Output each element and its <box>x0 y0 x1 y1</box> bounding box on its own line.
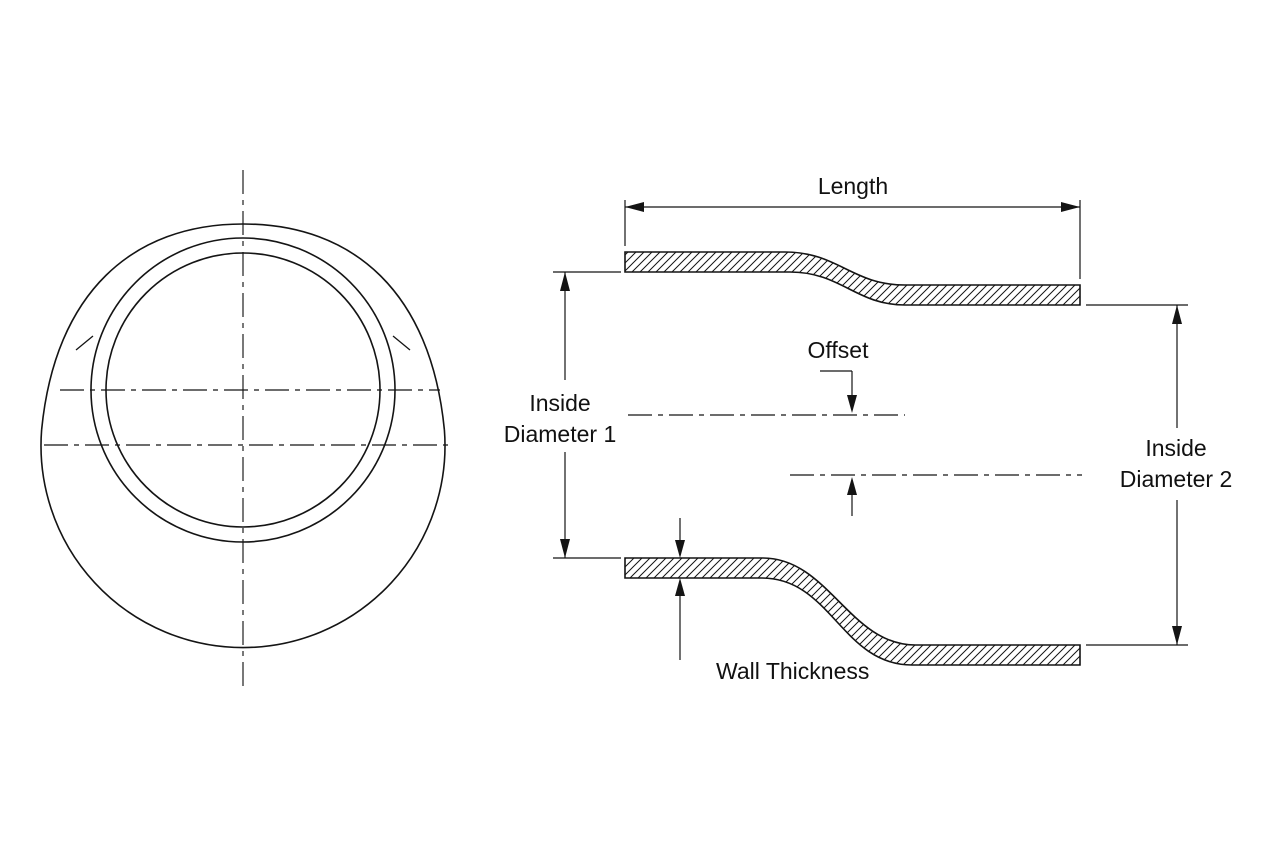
tangent-tick-left <box>75 335 94 351</box>
inside-diameter-2-dimension: Inside Diameter 2 <box>1086 304 1232 646</box>
arrowhead-up-icon <box>560 272 570 291</box>
inside-diameter-1-dimension: Inside Diameter 1 <box>504 271 621 559</box>
arrowhead-right-icon <box>1061 202 1080 212</box>
arrowhead-down-icon <box>560 539 570 558</box>
bottom-wall-section <box>624 557 1081 666</box>
inside-diameter-2-label-line1: Inside <box>1145 435 1206 461</box>
large-end-outer-arc <box>40 429 446 649</box>
transition-lip-arc <box>40 223 446 431</box>
length-dimension: Length <box>624 173 1081 279</box>
arrowhead-up-icon <box>847 477 857 495</box>
small-end-outer-circle <box>90 237 396 543</box>
offset-dimension: Offset <box>808 337 870 516</box>
arrowhead-down-icon <box>675 540 685 558</box>
arrowhead-down-icon <box>1172 626 1182 645</box>
small-end-inner-circle <box>105 252 381 528</box>
inside-diameter-1-label-line1: Inside <box>529 390 590 416</box>
arrowhead-down-icon <box>847 395 857 413</box>
wall-thickness-dimension: Wall Thickness <box>675 518 869 684</box>
arrowhead-up-icon <box>1172 305 1182 324</box>
arrowhead-up-icon <box>675 578 685 596</box>
length-label: Length <box>818 173 888 199</box>
inside-diameter-1-label-line2: Diameter 1 <box>504 421 616 447</box>
arrowhead-left-icon <box>625 202 644 212</box>
inside-diameter-2-label-line2: Diameter 2 <box>1120 466 1232 492</box>
top-wall-section <box>624 251 1081 306</box>
section-view <box>624 251 1082 666</box>
tangent-tick-right <box>392 335 411 351</box>
offset-label: Offset <box>808 337 870 363</box>
wall-thickness-label: Wall Thickness <box>716 658 869 684</box>
front-view <box>40 170 448 690</box>
